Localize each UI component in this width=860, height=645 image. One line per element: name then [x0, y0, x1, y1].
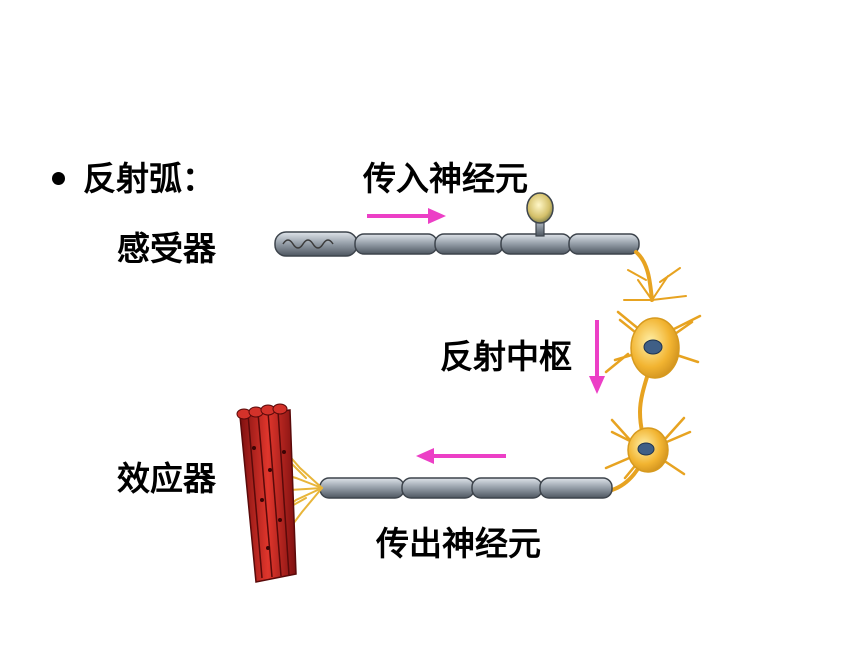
bullet-point — [52, 172, 65, 185]
myelin-segment — [471, 477, 543, 499]
myelin-segment — [401, 477, 475, 499]
myelin-segment — [568, 233, 640, 255]
myelin-segment — [354, 233, 438, 255]
effector-label: 效应器 — [117, 459, 216, 498]
afferent-axon — [274, 192, 640, 257]
diagram-title: 反射弧： — [83, 159, 215, 198]
center-direction-arrow — [589, 320, 605, 394]
interneuron-nucleus — [643, 339, 663, 355]
afferent-direction-arrow — [367, 208, 446, 224]
myelin-segment — [500, 233, 572, 255]
myelin-segment — [319, 477, 405, 499]
sensory-ganglion-cell — [526, 192, 554, 224]
receptor-texture — [282, 239, 334, 249]
myelin-segment — [539, 477, 613, 499]
efferent-direction-arrow — [416, 448, 506, 464]
afferent-neuron-label: 传入神经元 — [363, 159, 528, 198]
efferent-axon — [319, 477, 613, 499]
motor-neuron-nucleus — [637, 442, 655, 456]
receptor-label: 感受器 — [117, 229, 216, 268]
reflex-center-label: 反射中枢 — [440, 337, 572, 376]
muscle-fiber-bundle — [236, 403, 297, 583]
myelin-segment — [434, 233, 504, 255]
receptor-ending — [274, 231, 358, 257]
efferent-neuron-label: 传出神经元 — [376, 524, 541, 563]
